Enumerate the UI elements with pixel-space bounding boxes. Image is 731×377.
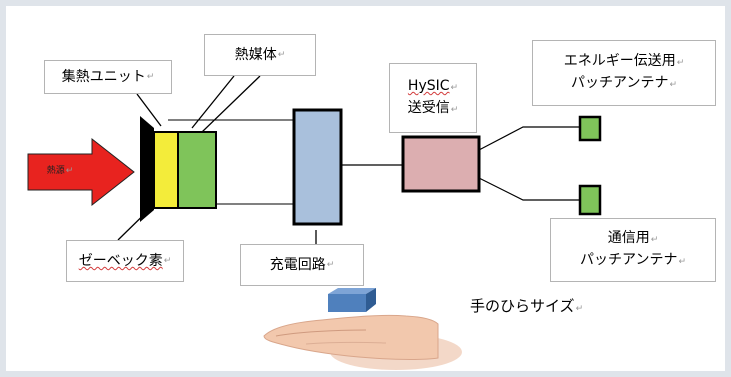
seebeck-element-label: ゼーベック素↵ bbox=[66, 240, 184, 282]
comm-patch-antenna bbox=[578, 184, 602, 216]
heat-collector-plate bbox=[140, 116, 154, 222]
diagram-canvas: 熱源↵ 集熱ユニット↵ 熱媒体↵ ゼーベック素↵ 充電回路↵ HySIC↵ 送受… bbox=[6, 6, 725, 371]
seebeck-element-block bbox=[153, 131, 179, 209]
heat-collection-unit-label: 集熱ユニット↵ bbox=[44, 60, 172, 94]
energy-patch-antenna bbox=[578, 115, 602, 142]
transceiver-block bbox=[401, 135, 481, 193]
hand-illustration bbox=[263, 314, 462, 370]
heat-source-label: 熱源↵ bbox=[46, 166, 74, 176]
heat-source-arrow bbox=[27, 137, 135, 207]
comm-antenna-label: 通信用↵ パッチアンテナ↵ bbox=[550, 218, 716, 282]
callout-line-heat-medium-2 bbox=[201, 75, 261, 133]
hysic-transceiver-label: HySIC↵ 送受信↵ bbox=[389, 63, 477, 133]
wire-comm-antenna bbox=[478, 177, 580, 201]
callout-line-collector bbox=[136, 93, 162, 127]
heat-medium-block bbox=[177, 131, 217, 209]
device-box-side bbox=[366, 288, 376, 312]
device-box-top bbox=[328, 288, 376, 294]
palm-size-caption: 手のひらサイズ↵ bbox=[470, 297, 584, 315]
wire-energy-antenna bbox=[478, 126, 580, 151]
device-box-front bbox=[328, 294, 366, 312]
system-diagram bbox=[27, 75, 602, 370]
charging-circuit-label: 充電回路↵ bbox=[240, 244, 364, 286]
heat-medium-label: 熱媒体↵ bbox=[204, 34, 316, 76]
callout-line-heat-medium-1 bbox=[191, 75, 235, 129]
charging-circuit-block bbox=[292, 108, 343, 226]
energy-antenna-label: エネルギー伝送用↵ パッチアンテナ↵ bbox=[532, 40, 716, 106]
